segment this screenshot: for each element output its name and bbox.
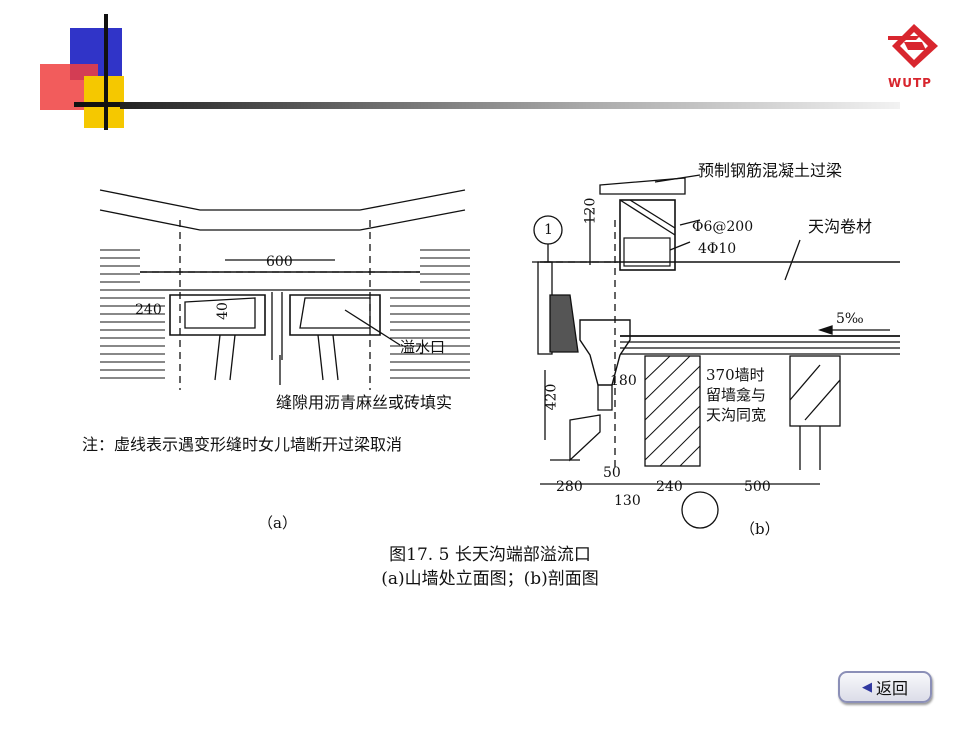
rebar-1-label: Φ6@200 [692, 219, 754, 235]
back-button-label: 返回 [875, 679, 908, 698]
dim-130-label: 130 [614, 493, 641, 509]
note-370-line3: 天沟同宽 [706, 406, 767, 424]
gap-fill-label: 缝隙用沥青麻丝或砖填实 [276, 393, 453, 412]
dim-240-label: 240 [135, 302, 162, 318]
dim-500-label: 500 [744, 479, 771, 495]
circle-1-label: 1 [544, 222, 553, 238]
membrane-label: 天沟卷材 [808, 217, 873, 236]
logo-text: WUTP [888, 76, 932, 90]
figure-caption-line2: (a)山墙处立面图；(b)剖面图 [381, 569, 599, 589]
diagram-a-drawing [99, 189, 470, 390]
beam-label: 预制钢筋混凝土过梁 [698, 161, 843, 180]
dim-280-label: 280 [556, 479, 583, 495]
dim-180-label: 180 [610, 373, 637, 389]
rebar-2-label: 4Φ10 [698, 241, 737, 257]
left-triangle-icon: ◀ [861, 679, 872, 695]
back-button[interactable]: ◀ 返回 [838, 671, 932, 703]
wutp-logo [880, 14, 950, 94]
figure-caption-line1: 图17. 5 长天沟端部溢流口 [389, 545, 591, 565]
diagram-b-tag: （b） [740, 520, 780, 538]
note-text: 注：虚线表示遇变形缝时女儿墙断开过梁取消 [82, 435, 403, 454]
note-370-line1: 370墙时 [706, 366, 765, 384]
dim-120-label: 120 [582, 197, 599, 225]
dim-40-label: 40 [214, 302, 231, 320]
slope-label: 5‰ [836, 311, 864, 327]
diagram-b-drawing [532, 174, 900, 529]
dim-50-label: 50 [603, 465, 621, 481]
dim-600-label: 600 [266, 254, 293, 270]
note-370-line2: 留墙龛与 [706, 386, 767, 404]
overflow-outlet-label: 溢水口 [400, 338, 446, 356]
dim-240-b-label: 240 [656, 479, 683, 495]
diagram-a-tag: （a） [258, 514, 297, 532]
dim-420-label: 420 [543, 383, 560, 411]
